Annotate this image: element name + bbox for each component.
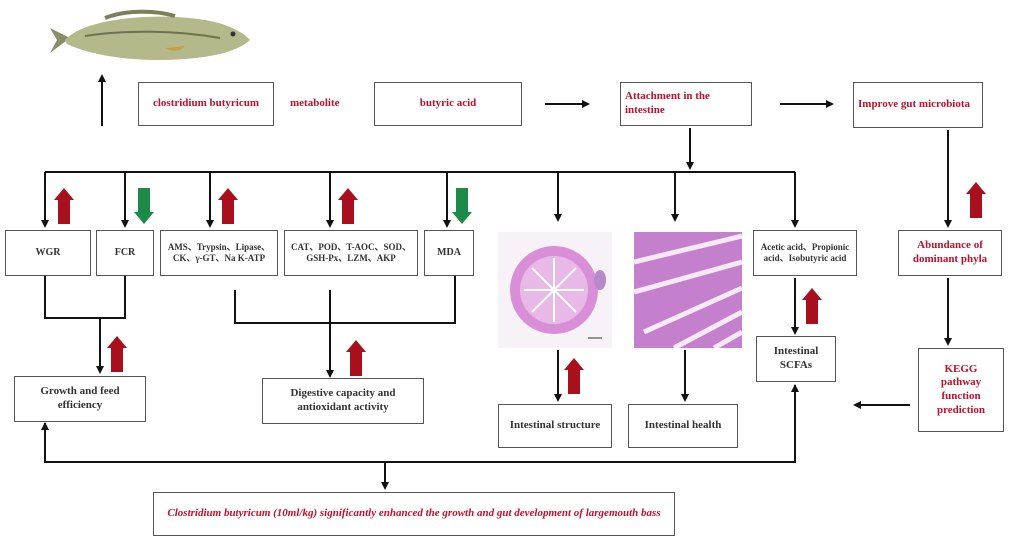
growth-trend-arrow-up-icon [107, 336, 127, 372]
largemouth-bass-image [50, 9, 250, 60]
fcr-box: FCR [96, 230, 154, 276]
antioxidant-enzymes-box: CAT、POD、T-AOC、SOD、GSH-Px、LZM、AKP [284, 230, 418, 276]
abundance-trend-arrow-up-icon [966, 182, 986, 218]
fcr-trend-arrow-down-icon [134, 188, 154, 224]
digestive-antioxidant-box: Digestive capacity and antioxidant activ… [262, 378, 424, 424]
bottom-bus [44, 385, 796, 463]
growth-efficiency-box: Growth and feed efficiency [14, 376, 146, 422]
digestive-trend-arrow-up-icon [346, 340, 366, 376]
conclusion-box: Clostridium butyricum (10ml/kg) signific… [153, 492, 675, 536]
butyric-acid-box: butyric acid [374, 82, 522, 126]
intestinal-structure-box: Intestinal structure [498, 404, 612, 448]
mda-trend-arrow-down-icon [452, 188, 472, 224]
digestive-enzymes-box: AMS、Trypsin、Lipase、CK、γ-GT、Na K-ATP [160, 230, 278, 276]
microbiota-box: Improve gut microbiota [853, 82, 983, 128]
intestinal-cross-section-image [498, 232, 612, 348]
merge-digestive [234, 276, 456, 324]
structure-trend-arrow-up-icon [564, 358, 584, 394]
merge-growth [44, 276, 126, 319]
wgr-trend-arrow-up-icon [54, 188, 74, 224]
attachment-box: Attachment in the intestine [620, 82, 752, 126]
scfa-box: Acetic acid、Propionic acid、Isobutyric ac… [753, 230, 857, 276]
intestinal-scfas-box: Intestinal SCFAs [756, 336, 836, 382]
enzymes-trend-arrow-up-icon [218, 188, 238, 224]
mda-box: MDA [424, 230, 474, 276]
intestinal-villi-image [634, 232, 742, 348]
scfa-trend-arrow-up-icon [802, 288, 822, 324]
intestinal-health-box: Intestinal health [628, 404, 738, 448]
antioxidant-trend-arrow-up-icon [338, 188, 358, 224]
kegg-box: KEGG pathway function prediction [918, 348, 1004, 432]
metabolite-label: metabolite [290, 97, 340, 109]
abundance-box: Abundance of dominant phyla [898, 230, 1002, 276]
wgr-box: WGR [5, 230, 91, 276]
clostridium-box: clostridium butyricum [138, 82, 274, 126]
